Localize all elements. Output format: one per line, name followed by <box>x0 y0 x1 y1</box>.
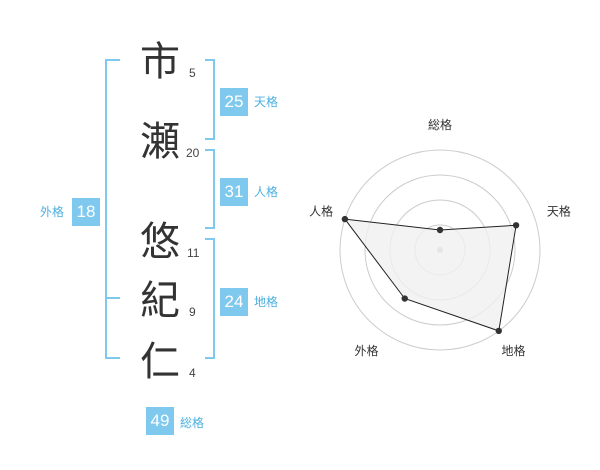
jinkaku-bracket <box>205 149 215 229</box>
radar-ring-4 <box>339 149 541 351</box>
chikaku-bracket <box>205 238 215 359</box>
jinkaku-label: 人格 <box>254 185 279 199</box>
tenkaku-value-badge: 25 <box>220 88 248 116</box>
radar-axis-label-3: 地格 <box>501 343 525 358</box>
gaikaku-bracket <box>105 59 120 359</box>
gaikaku-value-badge: 18 <box>72 198 100 226</box>
tenkaku-label: 天格 <box>254 95 279 109</box>
radar-point-1 <box>436 226 444 234</box>
radar-point-4 <box>401 295 408 302</box>
name-char-2: 瀬 <box>140 119 180 165</box>
radar-points <box>341 215 520 335</box>
radar-point-5 <box>341 215 349 223</box>
radar-axis-label-5: 人格 <box>309 203 333 218</box>
radar-axis-label-1: 総格 <box>428 117 452 132</box>
radar-point-3 <box>495 327 502 335</box>
name-char-4: 紀 <box>140 278 180 324</box>
name-char-3: 悠 <box>140 219 180 265</box>
stroke-count-1: 5 <box>189 66 196 80</box>
radar-ring-3 <box>364 174 516 326</box>
jinkaku-value-badge: 31 <box>220 178 248 206</box>
chikaku-value-badge: 24 <box>220 288 248 316</box>
soukaku-value-badge: 49 <box>146 407 174 435</box>
radar-axis-label-4: 外格 <box>354 343 378 358</box>
chikaku-label: 地格 <box>254 295 279 309</box>
stroke-count-4: 9 <box>189 305 196 319</box>
radar-data-area <box>343 218 517 332</box>
stroke-count-2: 20 <box>186 146 200 160</box>
name-char-1: 市 <box>140 39 180 85</box>
radar-point-2 <box>512 222 520 229</box>
stroke-count-5: 4 <box>189 366 196 380</box>
gaikaku-label: 外格 <box>40 205 65 219</box>
name-char-5: 仁 <box>140 339 180 385</box>
soukaku-label: 総格 <box>180 416 205 430</box>
tenkaku-bracket <box>205 59 215 140</box>
stroke-count-3: 11 <box>187 246 200 260</box>
radar-axis-label-2: 天格 <box>547 203 571 218</box>
